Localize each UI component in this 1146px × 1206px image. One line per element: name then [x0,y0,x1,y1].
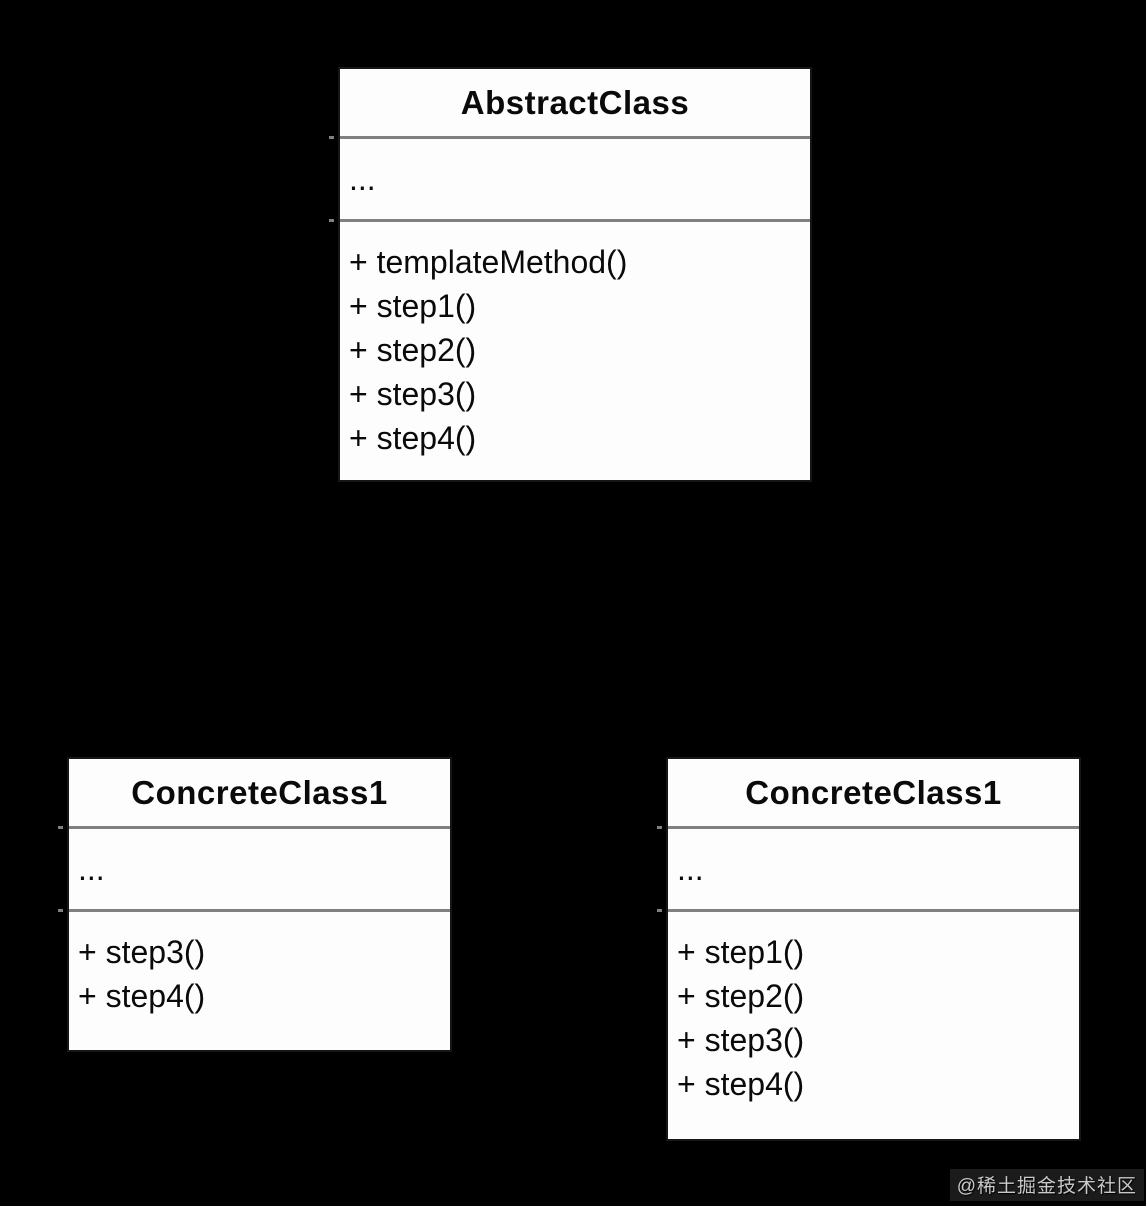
class-box-concrete-class-right: ConcreteClass1 ... + step1()+ step2()+ s… [657,757,1081,1141]
class-box-concrete-class-left: ConcreteClass1 ... + step3() + step4() [58,757,452,1052]
attributes-placeholder: ... [78,850,105,887]
watermark: @稀土掘金技术社区 [949,1169,1144,1201]
class-attributes-concrete-class-right: ... [657,826,1079,912]
method-entry: + templateMethod() [349,244,628,280]
method-entry: + step1() [349,288,477,324]
class-box-abstract-class: AbstractClass ... + templateMethod() + st… [329,67,812,482]
class-methods-concrete-class-left: + step3() + step4() [69,912,450,1050]
class-attributes-concrete-class-left: ... [58,826,450,912]
method-entry: + step3() [677,1022,805,1058]
method-entry: + step4() [677,1066,805,1102]
method-entry: + step1() [677,934,805,970]
method-entry: + step2() [677,978,805,1014]
attributes-placeholder: ... [349,160,376,197]
class-name-concrete-class-right: ConcreteClass1 [745,773,1002,811]
class-methods-concrete-class-right: + step1() + step2() + step3() + step4() [668,912,1079,1139]
method-entry: + step3() [78,934,206,970]
class-name-abstract-class: AbstractClass [460,83,690,121]
class-name-concrete-class-left: ConcreteClass1 [131,773,388,811]
method-entry: + step4() [349,420,477,456]
method-entry: + step4() [78,978,206,1014]
method-entry: + step2() [349,332,477,368]
attributes-placeholder: ... [677,850,704,887]
method-entry: + step3() [349,376,477,412]
class-attributes-abstract-class: ... [329,136,810,222]
class-methods-abstract-class: + templateMethod() + step1() + step2() + st… [340,222,810,480]
